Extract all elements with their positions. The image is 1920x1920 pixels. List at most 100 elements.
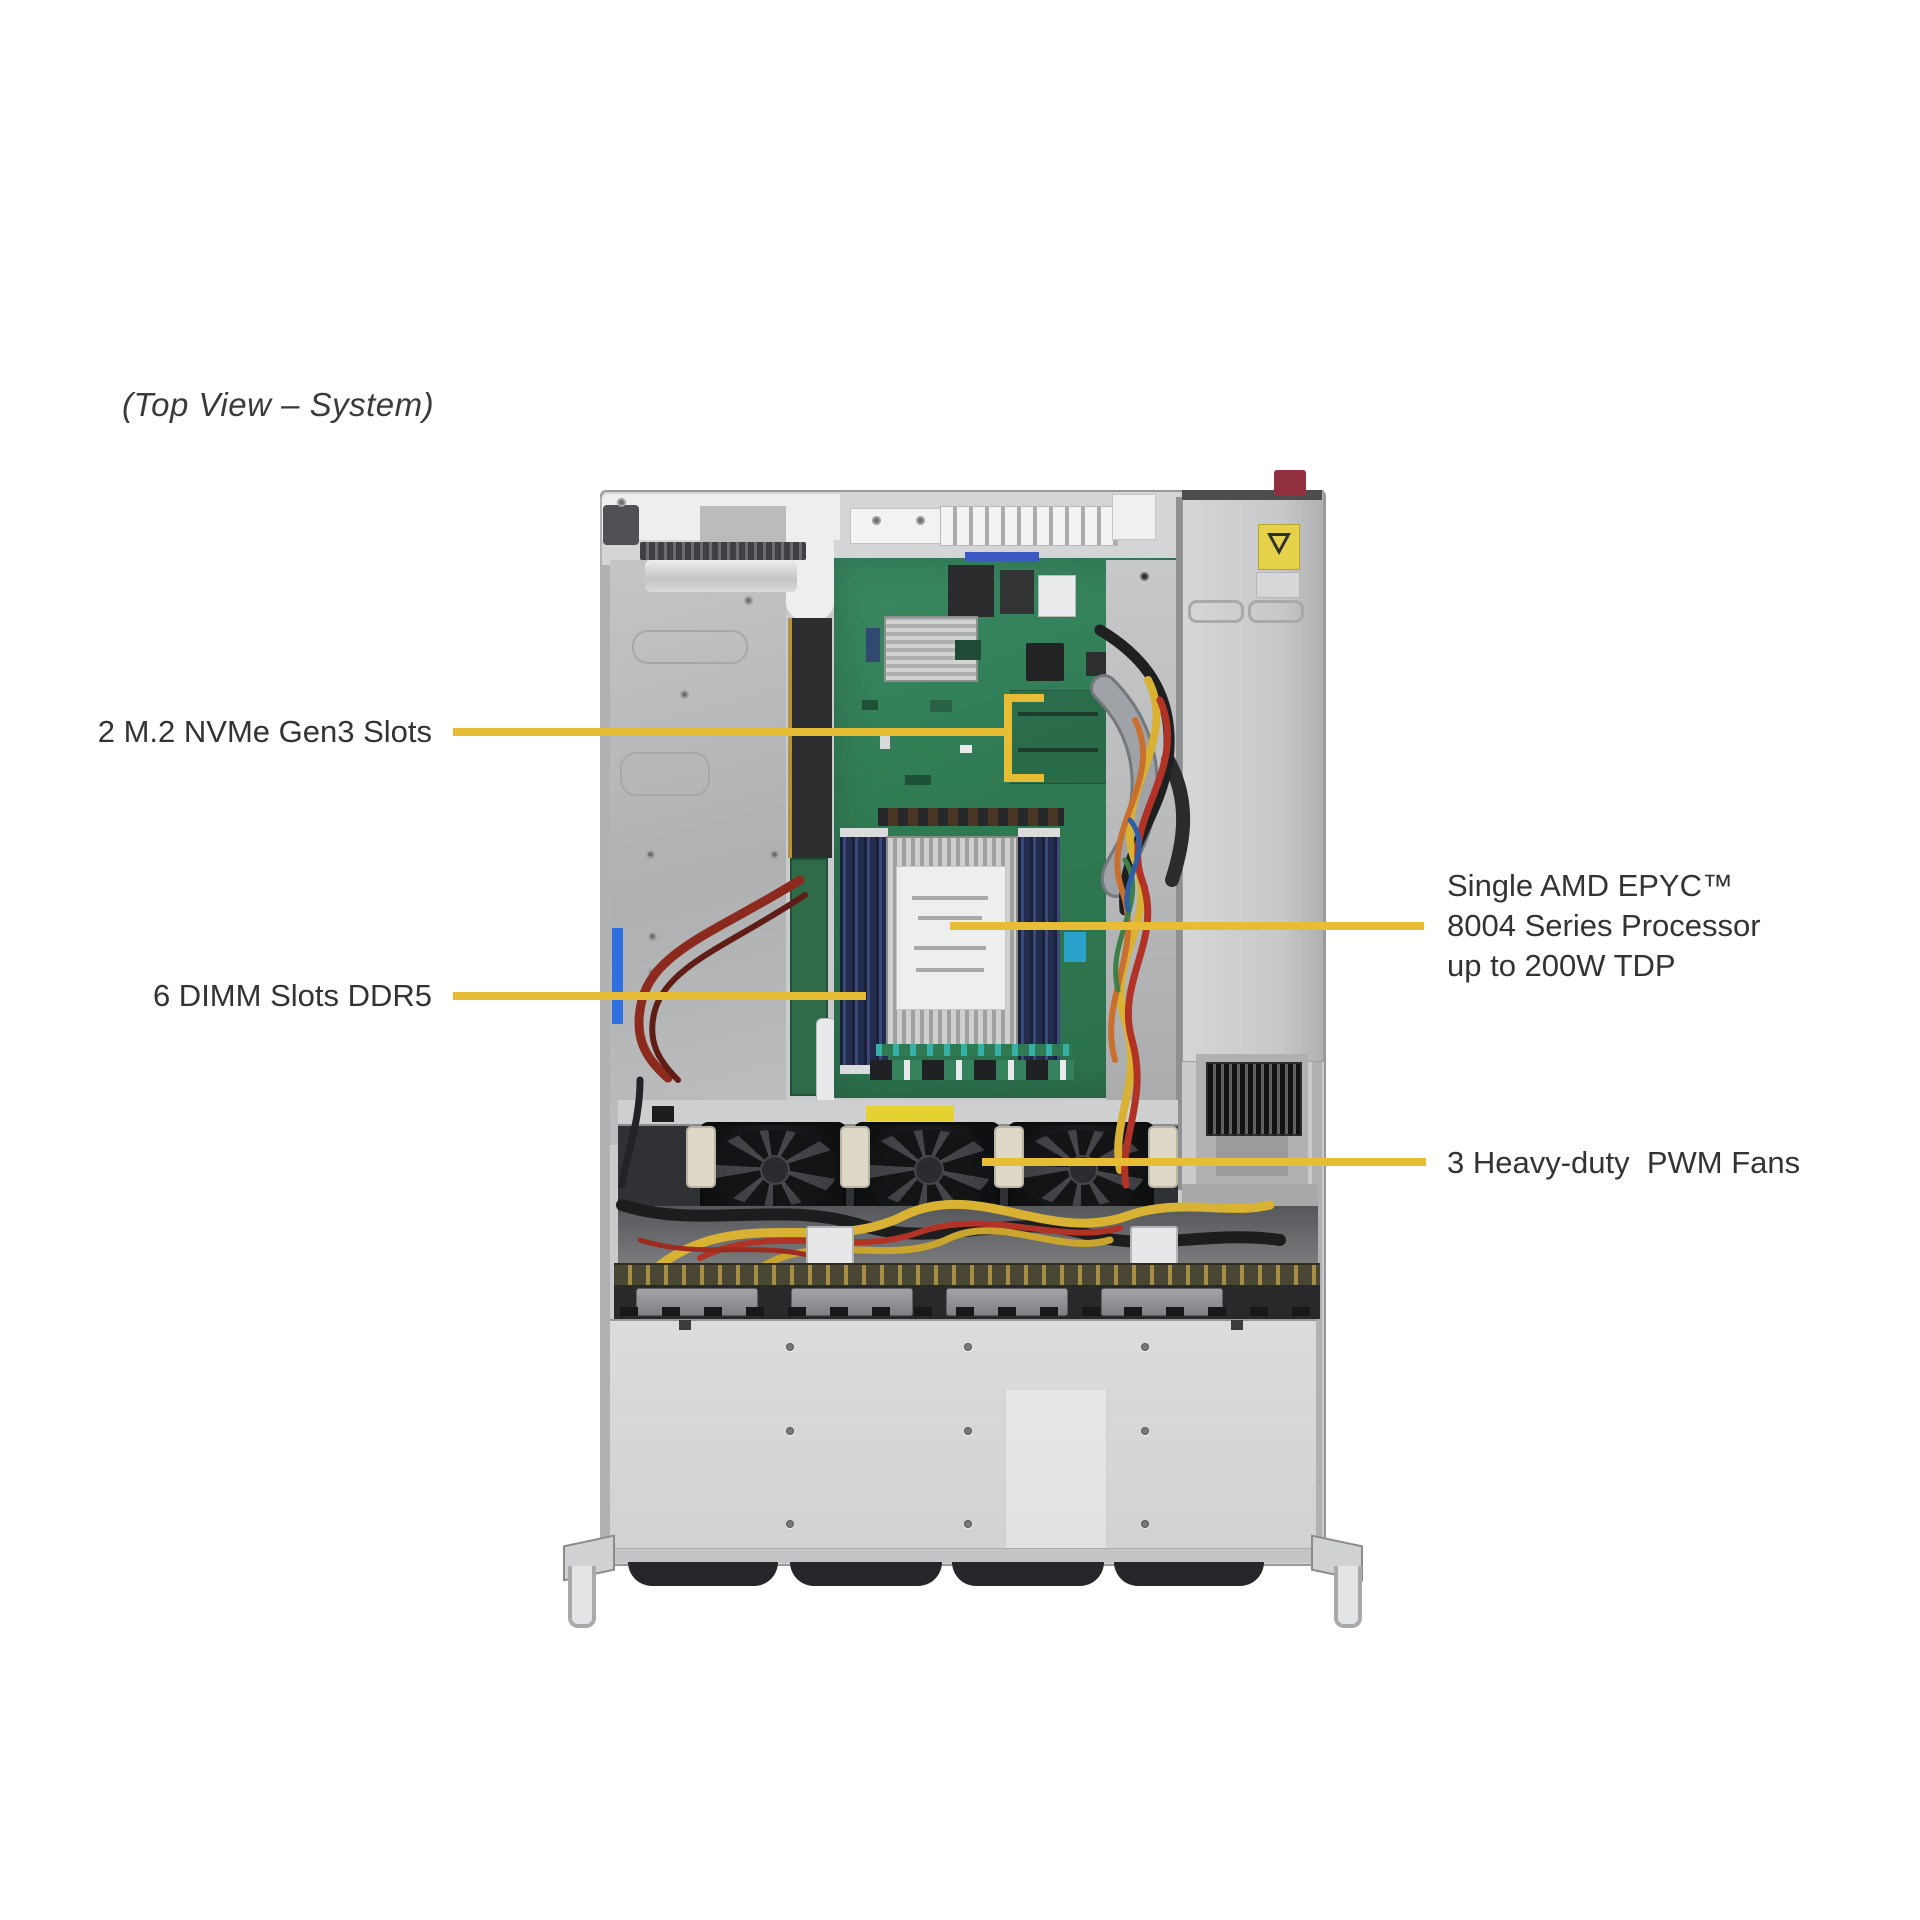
board-chip xyxy=(955,640,981,660)
backplane-power-connector xyxy=(806,1226,854,1268)
bga-chip xyxy=(1026,643,1064,681)
callout-bracket-m2-top xyxy=(1004,694,1044,702)
label-fans: 3 Heavy-duty PWM Fans xyxy=(1447,1145,1801,1180)
psu-handle-slot xyxy=(1188,600,1244,623)
rear-io-shield-plate xyxy=(850,508,944,544)
cable-red xyxy=(1121,696,1172,1189)
screw xyxy=(964,1520,972,1528)
board-chip xyxy=(930,700,952,712)
screw xyxy=(744,596,753,605)
drive-tray-front xyxy=(1114,1562,1264,1586)
fan-bracket-post xyxy=(840,1126,870,1188)
callout-line-m2 xyxy=(453,728,1008,736)
screw xyxy=(1141,1343,1149,1351)
panel-emboss xyxy=(620,752,710,796)
cable-orange xyxy=(1108,717,1147,1063)
vent-grille xyxy=(1206,1062,1302,1136)
cable-ribbon-black xyxy=(1161,753,1191,887)
board-chip xyxy=(960,745,972,753)
cable-yellow-floor xyxy=(655,1199,1275,1270)
front-panel-lip xyxy=(610,1548,1316,1563)
psu-release-clip xyxy=(1274,470,1306,496)
screw xyxy=(1141,1427,1149,1435)
screw xyxy=(770,850,779,859)
fan-bracket-post xyxy=(1148,1126,1178,1188)
drive-tray-front xyxy=(790,1562,942,1586)
screw xyxy=(786,1427,794,1435)
screw xyxy=(1140,572,1149,581)
blue-header-strip xyxy=(965,552,1039,561)
board-connector xyxy=(866,628,880,662)
screw xyxy=(680,690,689,699)
chassis-handle-left-hook xyxy=(568,1566,596,1628)
dimm-slots-left xyxy=(840,828,888,1074)
psu-handle-slot xyxy=(1248,600,1304,623)
rear-io-connector-white xyxy=(1038,575,1076,617)
heatsink-label-text xyxy=(918,916,982,920)
screw xyxy=(646,850,655,859)
cable-blue xyxy=(1124,817,1142,913)
pci-slot-covers xyxy=(940,506,1118,546)
psu-label xyxy=(1256,572,1300,598)
screw xyxy=(617,498,626,507)
psu xyxy=(1182,490,1324,1062)
rear-io-ports xyxy=(948,565,994,617)
vrm-row xyxy=(878,808,1064,826)
label-m2-slots: 2 M.2 NVMe Gen3 Slots xyxy=(97,714,432,749)
callout-bracket-m2-bottom xyxy=(1004,774,1044,782)
fan-bracket-post xyxy=(994,1126,1024,1188)
rear-io-ports xyxy=(1000,570,1034,614)
label-cpu-line3: up to 200W TDP xyxy=(1447,948,1676,983)
m2-slot xyxy=(1018,712,1098,716)
screw xyxy=(964,1343,972,1351)
chassis-hinge xyxy=(603,505,639,545)
callout-line-fans xyxy=(982,1158,1426,1166)
fan-2 xyxy=(854,1122,1000,1214)
board-chip xyxy=(880,735,890,749)
label-cpu-line2: 8004 Series Processor xyxy=(1447,908,1761,943)
chassis-rail-left xyxy=(600,497,610,1562)
page-title: (Top View – System) xyxy=(122,386,435,423)
drive-bay-notches xyxy=(620,1307,1314,1316)
label-cpu: Single AMD EPYC™ 8004 Series Processor u… xyxy=(1447,866,1867,986)
blue-latch-tab xyxy=(612,928,623,1024)
psu-warning-sticker xyxy=(1258,524,1300,570)
blue-sata-connector xyxy=(1064,932,1086,962)
screw xyxy=(786,1343,794,1351)
chassis-handle-right-hook xyxy=(1334,1566,1362,1628)
m2-slot xyxy=(1018,748,1098,752)
callout-bracket-m2 xyxy=(1004,694,1012,782)
cable-red-left xyxy=(634,875,805,1083)
screw xyxy=(916,516,925,525)
callout-line-dimm xyxy=(453,992,866,1000)
cpu-heatsink-label xyxy=(896,866,1006,1010)
fan-tray-clip xyxy=(652,1106,674,1122)
heatsink-label-text xyxy=(912,896,988,900)
backplane-power-connector xyxy=(1130,1226,1178,1268)
fan-tray-sticker xyxy=(866,1106,954,1121)
cable-red-floor xyxy=(697,1220,1123,1261)
board-chip xyxy=(862,700,878,710)
label-cpu-line1: Single AMD EPYC™ xyxy=(1447,868,1733,903)
drive-tray-front xyxy=(952,1562,1104,1586)
drive-backplane xyxy=(614,1263,1320,1287)
screw xyxy=(1141,1520,1149,1528)
corner-screw xyxy=(679,1320,691,1330)
capacitor-row xyxy=(876,1044,1072,1056)
ribbed-rail xyxy=(640,542,806,560)
board-chip xyxy=(905,775,931,785)
power-distributor-box xyxy=(1216,1136,1288,1176)
psu-top-edge xyxy=(1182,490,1322,500)
screw xyxy=(964,1427,972,1435)
fan-bracket-post xyxy=(686,1126,716,1188)
heatsink-label-text xyxy=(916,968,984,972)
callout-line-cpu xyxy=(950,922,1424,930)
warning-triangle-inner xyxy=(1272,536,1286,549)
cable-red-floor2 xyxy=(637,1237,823,1261)
heatsink-label-text xyxy=(914,946,986,950)
rear-bracket-tab xyxy=(1112,494,1156,540)
front-panel-inset xyxy=(1004,1390,1108,1562)
front-panel xyxy=(610,1319,1316,1564)
